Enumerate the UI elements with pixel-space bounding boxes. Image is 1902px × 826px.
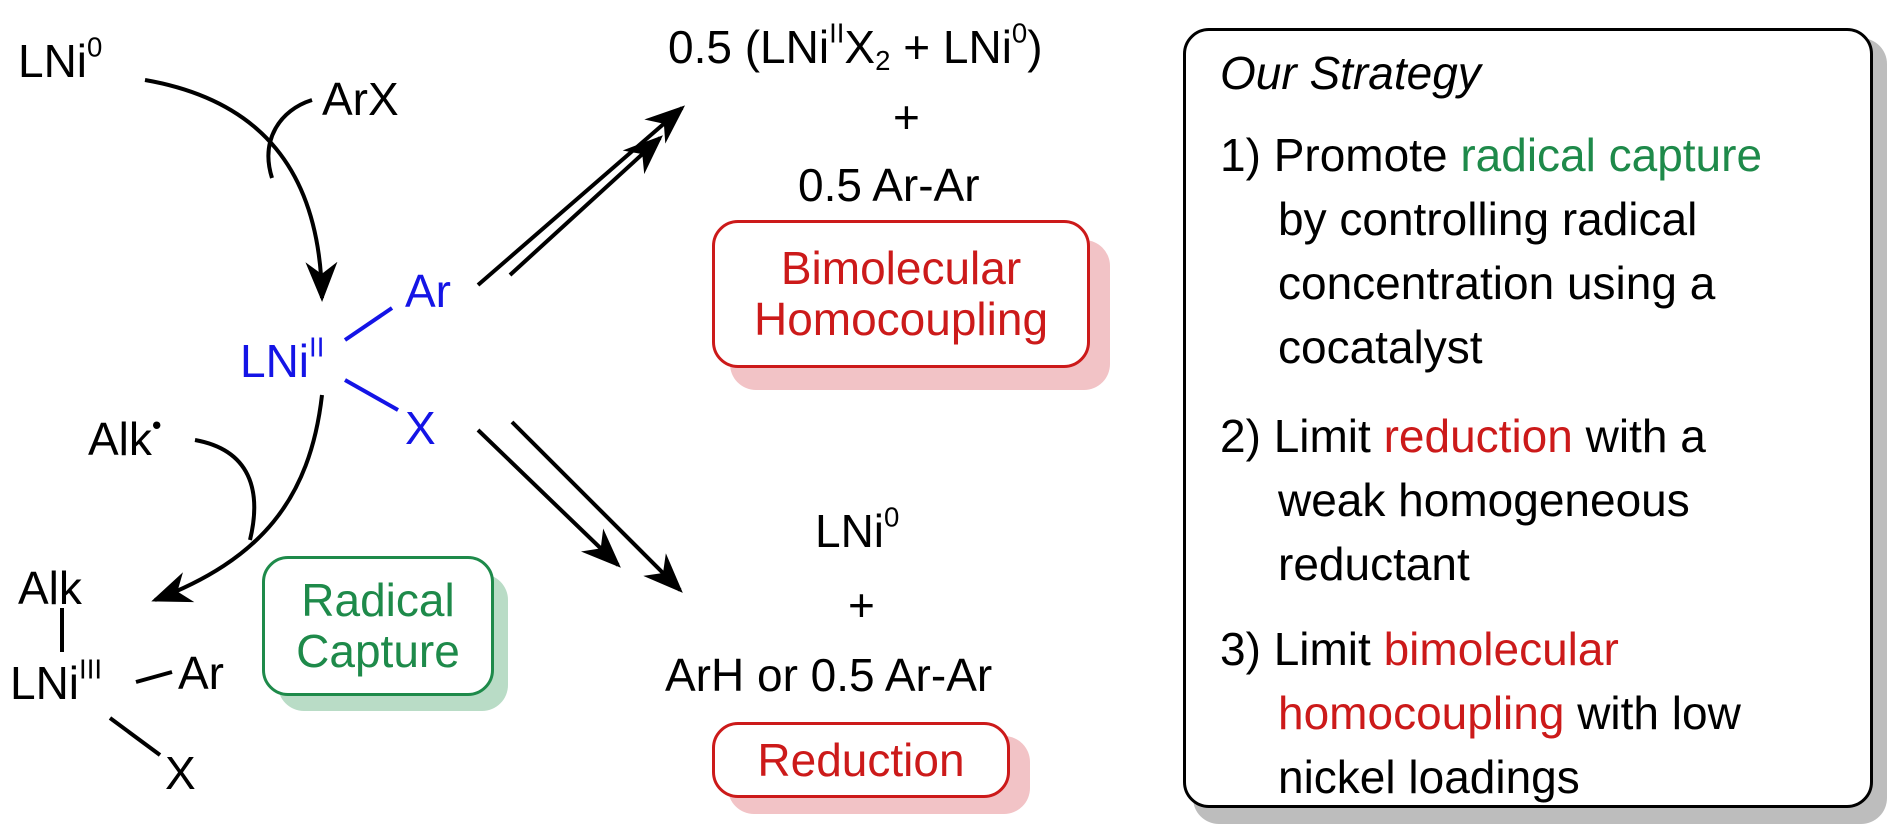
radical-capture-line1: Radical (301, 574, 455, 627)
bimolecular-line1: Bimolecular (780, 242, 1022, 295)
radical-capture-tag: Radical Capture (262, 556, 512, 711)
lnii-label: LNiII (240, 331, 325, 387)
strategy-item1-number: 1) (1220, 129, 1261, 181)
lniii-x: X (165, 747, 196, 799)
homocoupling-arar: 0.5 Ar-Ar (798, 159, 980, 211)
reduction-plus: + (848, 579, 875, 631)
radical-capture-line2: Capture (296, 625, 460, 677)
bimolecular-homocoupling-tag: Bimolecular Homocoupling (712, 220, 1112, 390)
strategy-item1-line1: 1) Promote radical capture (1220, 129, 1763, 181)
strategy-item3-line2: homocoupling with low (1278, 687, 1741, 739)
reduction-products: ArH or 0.5 Ar-Ar (665, 649, 993, 701)
arx-label: ArX (322, 73, 399, 125)
reduction-label: Reduction (757, 733, 965, 786)
ni-ar-bond-iii (135, 670, 173, 684)
reduction-lni0: LNi0 (815, 501, 900, 557)
alk-entry-curve (194, 438, 257, 541)
radical-capture-highlight: radical capture (1460, 129, 1763, 181)
bimolecular-line2: Homocoupling (753, 293, 1049, 345)
strategy-item3-line1: 3) Limit bimolecular (1220, 623, 1619, 675)
homocoupling-plus: + (893, 91, 920, 143)
alk-radical: Alk• (88, 409, 162, 465)
strategy-item2-number: 2) (1220, 410, 1261, 462)
bimolecular-highlight: bimolecular (1383, 623, 1619, 675)
reduction-arrow-1 (476, 428, 621, 568)
strategy-item2-line3: reductant (1278, 538, 1470, 590)
reduction-tag: Reduction (712, 722, 1032, 814)
strategy-item2-line2: weak homogeneous (1278, 474, 1690, 526)
reduction-highlight: reduction (1383, 410, 1573, 462)
strategy-title: Our Strategy (1220, 47, 1481, 99)
lnii-x: X (405, 402, 436, 454)
lni0-start: LNi0 (18, 31, 103, 87)
strategy-item2-line1: 2) Limit reduction with a (1220, 410, 1706, 462)
strategy-item1-line3: concentration using a (1278, 257, 1716, 309)
radical-capture-arrow (151, 394, 324, 603)
strategy-item3-line3: nickel loadings (1278, 751, 1580, 803)
homocoupling-products-line1: 0.5 (LNiIIX2 + LNi0) (668, 17, 1043, 76)
strategy-item1-line2: by controlling radical (1278, 193, 1698, 245)
strategy-panel (1183, 28, 1873, 808)
lnii-ar: Ar (405, 265, 451, 317)
homocoupling-arrow-2 (508, 135, 663, 277)
ni-x-bond-iii (108, 716, 162, 757)
homocoupling-highlight: homocoupling (1278, 687, 1565, 739)
homocoupling-arrow-1 (476, 105, 686, 287)
oxidative-addition-arrow (144, 78, 338, 302)
strategy-item1-line4: cocatalyst (1278, 321, 1483, 373)
lniii-alk: Alk (18, 562, 82, 614)
reduction-arrow-2 (510, 420, 683, 593)
arx-entry-curve (266, 98, 313, 179)
lniii-label: LNiIII (10, 653, 103, 709)
ni-x-bond (344, 378, 399, 412)
lniii-ar: Ar (178, 647, 224, 699)
ni-ar-bond (343, 306, 394, 342)
strategy-item3-number: 3) (1220, 623, 1261, 675)
